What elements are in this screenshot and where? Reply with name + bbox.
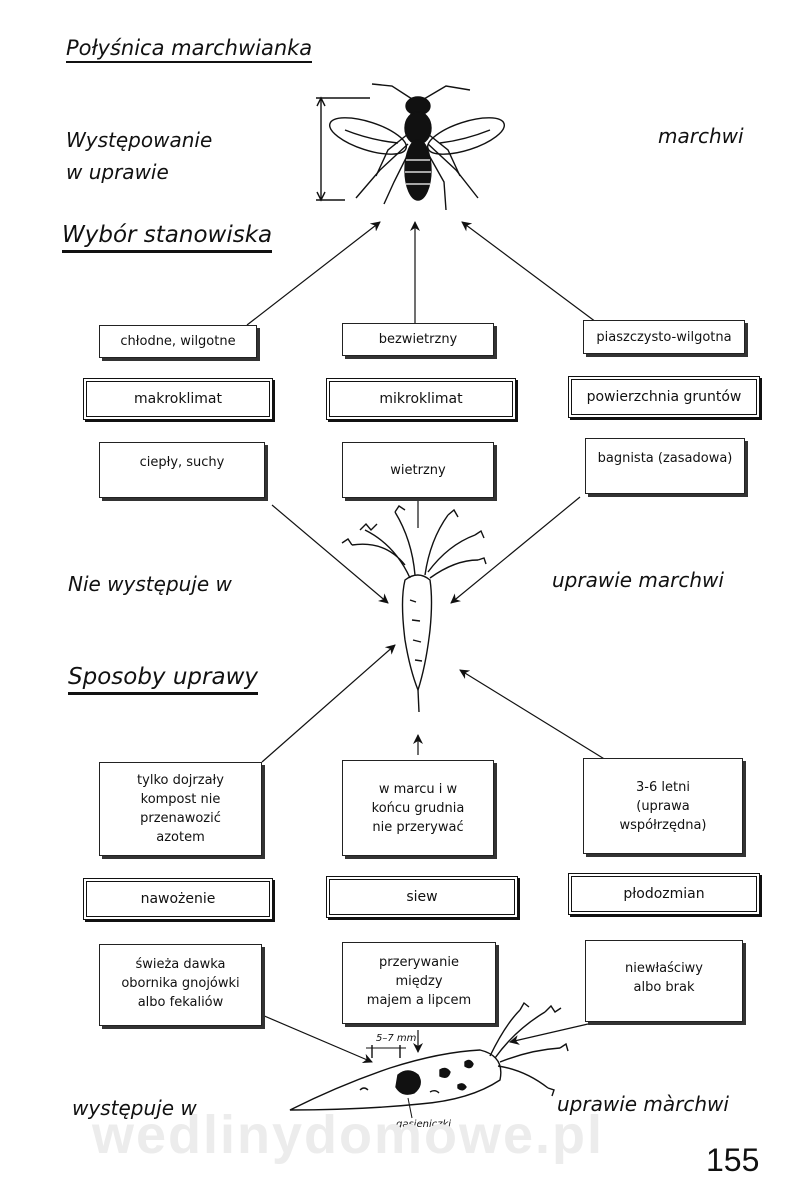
rotation-line-3: współrzędna)	[619, 817, 707, 833]
page-number: 155	[706, 1142, 760, 1178]
box-thinning: przerywanie między majem a lipcem	[342, 942, 496, 1024]
occurrence-right-label: marchwi	[658, 124, 744, 148]
sowing-line-3: nie przerywać	[372, 819, 464, 835]
compost-line-3: przenawozić	[140, 811, 221, 826]
arrow-right-to-fly	[461, 221, 601, 326]
box-cool-humid: chłodne, wilgotne	[99, 325, 257, 358]
rotation-line-1: 3-6 letni	[636, 779, 690, 795]
arrow-makro-to-carrot	[271, 504, 389, 604]
category-fertilization: nawożenie	[83, 878, 273, 920]
larvae-label: gąsieniczki	[396, 1119, 452, 1130]
thinning-line-3: majem a lipcem	[366, 993, 472, 1008]
manure-line-3: albo fekaliów	[137, 995, 224, 1010]
category-macroclimate: makroklimat	[83, 378, 273, 420]
box-sowing-time: w marcu i w końcu grudnia nie przerywać	[342, 760, 494, 856]
thinning-line-1: przerywanie	[379, 955, 459, 970]
box-windless: bezwietrzny	[342, 323, 494, 356]
improper-line-1: niewłaściwy	[625, 961, 703, 976]
box-swampy: bagnista (zasadowa)	[585, 438, 745, 494]
occurrence-left-label: Występowanie w uprawie	[66, 124, 212, 188]
compost-line-4: azotem	[156, 830, 205, 845]
arrow-left-to-fly	[246, 221, 381, 326]
arrow-rotation-to-carrot	[509, 1023, 589, 1045]
carrot-illustration	[341, 505, 487, 713]
not-occurring-left: Nie występuje w	[68, 572, 232, 596]
box-warm-dry: ciepły, suchy	[99, 442, 265, 498]
category-soil-surface: powierzchnia gruntów	[568, 376, 760, 418]
arrow-manure-to-carrot	[254, 1011, 373, 1064]
infested-carrot-illustration	[289, 1001, 569, 1119]
arrow-nawozenie-to-carrot	[261, 644, 396, 763]
box-fresh-manure: świeża dawka obornika gnojówki albo feka…	[99, 944, 262, 1026]
box-sandy-humid: piaszczysto-wilgotna	[583, 320, 745, 354]
arrow-plodozmian-to-carrot	[459, 669, 607, 761]
compost-line-2: kompost nie	[140, 792, 221, 807]
manure-line-1: świeża dawka	[135, 957, 226, 972]
category-microclimate: mikroklimat	[326, 378, 516, 420]
measure-label: 5–7 mm	[376, 1033, 417, 1044]
improper-line-2: albo brak	[633, 980, 695, 995]
box-improper-rotation: niewłaściwy albo brak	[585, 940, 743, 1022]
category-sowing: siew	[326, 876, 518, 918]
occurring-left: występuje w	[72, 1096, 197, 1120]
sowing-line-1: w marcu i w	[378, 781, 458, 797]
fly-illustration	[316, 83, 505, 211]
box-rotation-years: 3-6 letni (uprawa współrzędna)	[583, 758, 743, 854]
site-selection-heading: Wybór stanowiska	[62, 222, 273, 253]
not-occurring-right: uprawie marchwi	[552, 568, 724, 592]
page-title: Połyśnica marchwianka	[66, 36, 313, 63]
arrow-grunt-to-carrot	[450, 496, 581, 604]
box-windy: wietrzny	[342, 442, 494, 498]
rotation-line-2: (uprawa	[636, 798, 690, 814]
occurring-right: uprawie màrchwi	[557, 1092, 729, 1116]
thinning-line-2: między	[395, 974, 443, 989]
occurrence-line-2: w uprawie	[66, 160, 169, 184]
category-crop-rotation: płodozmian	[568, 873, 760, 915]
cultivation-heading: Sposoby uprawy	[68, 664, 258, 695]
box-compost: tylko dojrzały kompost nie przenawozić a…	[99, 762, 262, 856]
occurrence-line-1: Występowanie	[66, 128, 213, 152]
manure-line-2: obornika gnojówki	[121, 976, 240, 991]
compost-line-1: tylko dojrzały	[137, 773, 224, 788]
watermark: wedlinydomowe.pl	[92, 1105, 605, 1165]
sowing-line-2: końcu grudnia	[371, 800, 465, 816]
